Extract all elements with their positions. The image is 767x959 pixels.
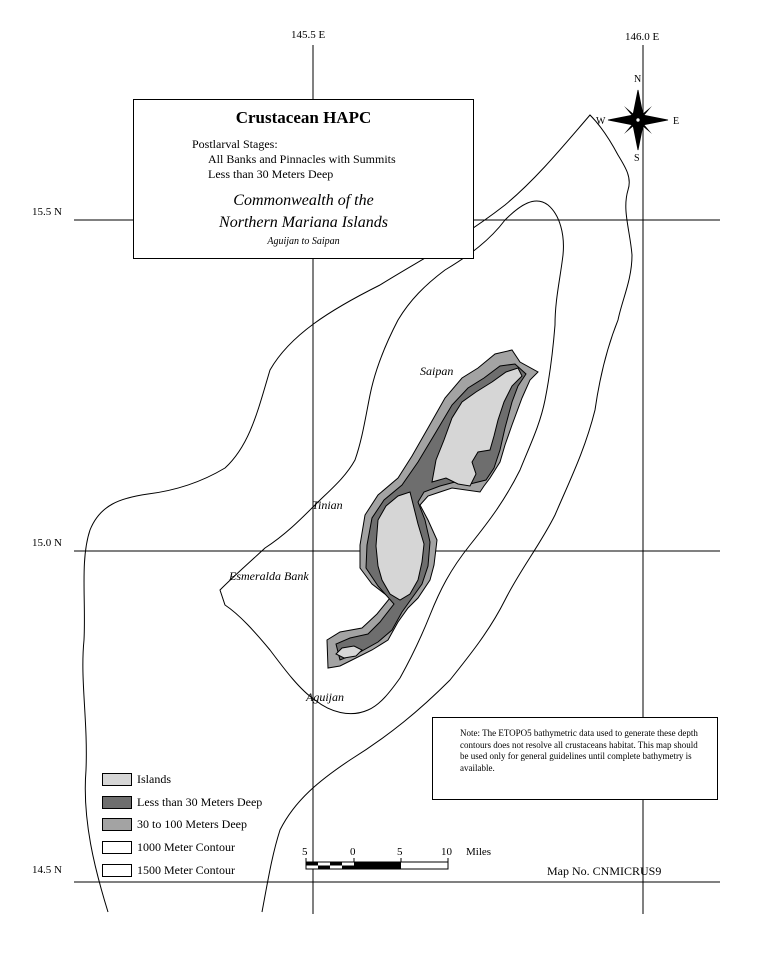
longitude-label-145-5: 145.5 E <box>291 29 326 41</box>
scale-seg-1 <box>306 862 318 866</box>
contour-1500m <box>82 114 633 913</box>
legend-swatch-1500m <box>102 864 132 877</box>
legend-label-islands: Islands <box>137 772 171 786</box>
title-extent: Aguijan to Saipan <box>267 236 340 247</box>
legend-swatch-1000m <box>102 841 132 854</box>
scale-seg-3 <box>330 862 342 866</box>
compass-east-label: E <box>673 116 680 127</box>
scale-unit-label: Miles <box>466 846 492 858</box>
island-saipan <box>431 367 523 487</box>
map-number: Map No. CNMICRUS9 <box>547 864 662 878</box>
scale-label-5-left: 5 <box>302 846 308 858</box>
island-aguijan <box>335 645 363 659</box>
legend-swatch-less-30m <box>102 796 132 809</box>
title-subtitle-1: Postlarval Stages: <box>192 137 278 151</box>
place-label-aguijan: Aguijan <box>306 690 344 704</box>
latitude-label-15-0: 15.0 N <box>32 537 62 549</box>
compass-north-label: N <box>634 74 642 85</box>
title-subtitle-2: All Banks and Pinnacles with Summits <box>208 152 396 166</box>
compass-rose-icon <box>607 89 669 151</box>
legend-label-1500m: 1500 Meter Contour <box>137 863 235 877</box>
latitude-label-14-5: 14.5 N <box>32 864 62 876</box>
scale-seg-5 <box>354 862 401 869</box>
title-region-2: Northern Mariana Islands <box>219 214 388 231</box>
place-label-saipan: Saipan <box>420 364 454 378</box>
legend-swatch-30-100m <box>102 818 132 831</box>
legend-swatch-islands <box>102 773 132 786</box>
scale-label-5: 5 <box>397 846 403 858</box>
legend-label-less-30m: Less than 30 Meters Deep <box>137 795 263 809</box>
scale-bar <box>305 858 449 870</box>
legend-label-1000m: 1000 Meter Contour <box>137 840 235 854</box>
title-box: Crustacean HAPC Postlarval Stages: All B… <box>133 99 474 259</box>
legend-label-30-100m: 30 to 100 Meters Deep <box>137 817 247 831</box>
scale-seg-2 <box>318 865 330 869</box>
place-label-tinian: Tinian <box>312 498 343 512</box>
map-title: Crustacean HAPC <box>235 108 372 127</box>
contour-1000m <box>219 200 564 715</box>
scale-seg-4 <box>342 865 354 869</box>
title-subtitle-3: Less than 30 Meters Deep <box>208 167 334 181</box>
latitude-label-15-5: 15.5 N <box>32 206 62 218</box>
title-region-1: Commonwealth of the <box>233 192 374 209</box>
note-box: Note: The ETOPO5 bathymetric data used t… <box>432 717 718 800</box>
island-tinian <box>375 491 425 601</box>
compass-south-label: S <box>634 153 640 164</box>
longitude-label-146-0: 146.0 E <box>625 31 660 43</box>
place-label-esmeralda-bank: Esmeralda Bank <box>229 569 309 583</box>
compass-west-label: W <box>596 116 606 127</box>
scale-label-0: 0 <box>350 846 356 858</box>
note-text: Note: The ETOPO5 bathymetric data used t… <box>460 728 698 773</box>
scale-label-10: 10 <box>441 846 452 858</box>
